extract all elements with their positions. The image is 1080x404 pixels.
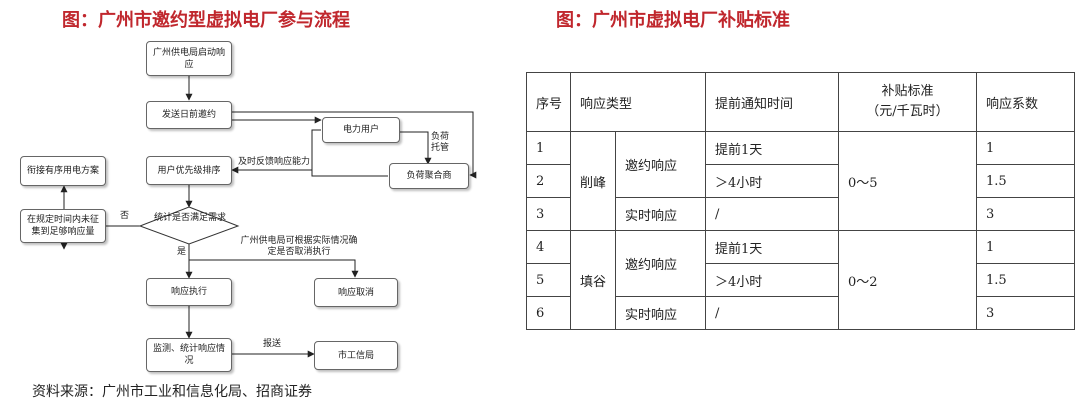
node-monitor-statistics: 监测、统计响应情况 bbox=[146, 338, 232, 372]
header-subsidy-line1: 补贴标准 bbox=[881, 84, 934, 99]
cell-notice: / bbox=[705, 197, 839, 231]
table-row: 2 ＞4小时 1.5 bbox=[526, 164, 1075, 198]
label-yes: 是 bbox=[177, 247, 187, 257]
cell-invited-response: 邀约响应 bbox=[615, 131, 706, 198]
cell-notice: 提前1天 bbox=[705, 131, 839, 165]
cell-number: 1 bbox=[526, 131, 571, 165]
node-industry-bureau: 市工信局 bbox=[314, 341, 398, 370]
flowchart-connectors bbox=[60, 76, 477, 358]
cell-notice: ＞4小时 bbox=[705, 164, 839, 198]
node-power-user: 电力用户 bbox=[322, 117, 400, 143]
cell-coefficient: 1 bbox=[976, 131, 1075, 165]
table-row: 6 实时响应 / 3 bbox=[526, 296, 1075, 330]
node-user-priority: 用户优先级排序 bbox=[146, 156, 232, 185]
node-start-response: 广州供电局启动响应 bbox=[146, 41, 232, 76]
node-load-aggregator: 负荷聚合商 bbox=[389, 163, 469, 189]
cell-realtime-response: 实时响应 bbox=[615, 197, 706, 231]
cell-coefficient: 1.5 bbox=[976, 164, 1075, 198]
cell-coefficient: 1 bbox=[976, 230, 1075, 264]
cell-number: 2 bbox=[526, 164, 571, 198]
table-row: 5 ＞4小时 1.5 bbox=[526, 263, 1075, 297]
edge-poweruser-aggregator bbox=[400, 131, 432, 165]
table-row: 4 填谷 邀约响应 提前1天 0～2 1 bbox=[526, 230, 1075, 330]
node-send-invitation: 发送日前邀约 bbox=[146, 101, 232, 129]
left-figure-title: 图：广州市邀约型虚拟电厂参与流程 bbox=[62, 10, 350, 31]
cell-fill-standard: 0～2 bbox=[838, 230, 977, 330]
edge-decision-cancel bbox=[189, 259, 359, 278]
cell-shave-standard: 0～5 bbox=[838, 131, 977, 231]
cell-peak-shaving: 削峰 bbox=[570, 131, 616, 231]
right-figure-title: 图：广州市虚拟电厂补贴标准 bbox=[556, 10, 790, 31]
edge-poweruser-priority bbox=[311, 129, 321, 170]
node-response-cancel: 响应取消 bbox=[314, 278, 398, 307]
cell-notice: ＞4小时 bbox=[705, 263, 839, 297]
label-timely-feedback: 及时反馈响应能力 bbox=[238, 157, 311, 167]
header-subsidy-line2: （元/千瓦时） bbox=[866, 104, 949, 119]
node-orderly-plan: 衔接有序用电方案 bbox=[20, 156, 106, 186]
cell-coefficient: 3 bbox=[976, 296, 1075, 330]
header-coefficient: 响应系数 bbox=[976, 72, 1075, 132]
cell-notice: 提前1天 bbox=[705, 230, 839, 264]
participation-flowchart: 广州供电局启动响应 发送日前邀约 电力用户 负荷聚合商 用户优先级排序 衔接有序… bbox=[0, 0, 540, 380]
header-number: 序号 bbox=[526, 72, 571, 132]
cell-number: 5 bbox=[526, 263, 571, 297]
label-may-cancel: 广州供电局可根据实际情况确定是否取消执行 bbox=[240, 236, 358, 257]
header-subsidy-standard: 补贴标准 （元/千瓦时） bbox=[838, 72, 977, 132]
cell-realtime-response: 实时响应 bbox=[615, 296, 706, 330]
cell-notice: / bbox=[705, 296, 839, 330]
decision-diamond bbox=[138, 206, 240, 245]
header-response-type: 响应类型 bbox=[570, 72, 706, 132]
label-load-entrust: 负荷托管 bbox=[430, 132, 449, 153]
node-insufficient-response: 在规定时间内未征集到足够响应量 bbox=[20, 209, 106, 243]
edge-invite-aggregator bbox=[231, 111, 477, 179]
subsidy-standard-table: 序号 响应类型 提前通知时间 补贴标准 （元/千瓦时） 响应系数 1 削峰 邀约… bbox=[526, 72, 1075, 330]
header-notice-time: 提前通知时间 bbox=[705, 72, 839, 132]
node-response-execution: 响应执行 bbox=[146, 278, 232, 306]
cell-number: 6 bbox=[526, 296, 571, 330]
cell-number: 3 bbox=[526, 197, 571, 231]
table-header-row: 序号 响应类型 提前通知时间 补贴标准 （元/千瓦时） 响应系数 bbox=[526, 72, 1075, 132]
label-no: 否 bbox=[120, 211, 130, 221]
table-row: 1 削峰 邀约响应 提前1天 0～5 1 bbox=[526, 131, 1075, 231]
label-report: 报送 bbox=[263, 339, 282, 349]
cell-number: 4 bbox=[526, 230, 571, 264]
edge-aggregator-priority bbox=[231, 166, 388, 177]
cell-valley-filling: 填谷 bbox=[570, 230, 616, 330]
cell-invited-response: 邀约响应 bbox=[615, 230, 706, 297]
cell-coefficient: 3 bbox=[976, 197, 1075, 231]
cell-coefficient: 1.5 bbox=[976, 263, 1075, 297]
decision-label: 统计是否满足需求 bbox=[153, 213, 226, 223]
source-note: 资料来源：广州市工业和信息化局、招商证券 bbox=[32, 384, 312, 400]
